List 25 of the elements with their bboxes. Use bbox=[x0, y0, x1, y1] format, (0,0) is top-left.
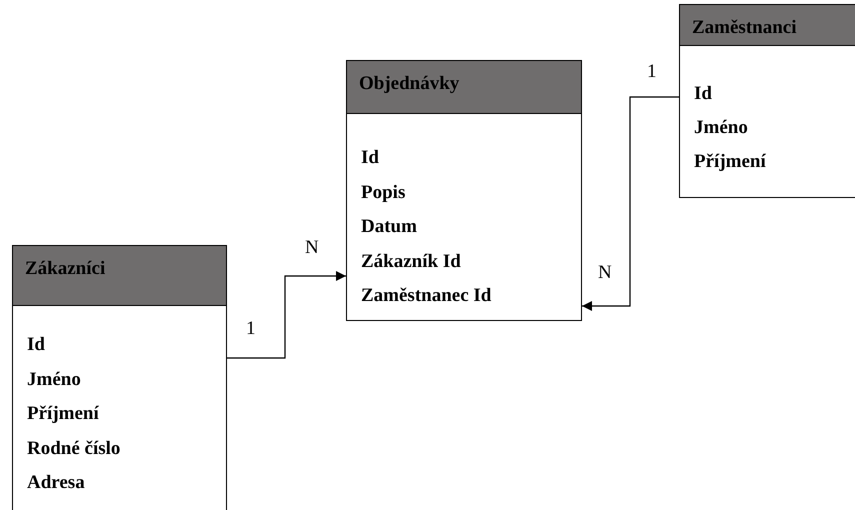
cardinality-label: N bbox=[598, 262, 612, 284]
field-name: Adresa bbox=[27, 472, 85, 494]
field-name: Jméno bbox=[694, 117, 748, 139]
cardinality-label: N bbox=[305, 237, 319, 259]
field-name: Datum bbox=[361, 216, 417, 238]
table-header: Objednávky bbox=[347, 61, 581, 114]
entity-table bbox=[12, 245, 227, 510]
field-name: Zákazník Id bbox=[361, 250, 461, 272]
field-name: Jméno bbox=[27, 368, 81, 390]
field-name: Id bbox=[694, 83, 712, 105]
field-name: Příjmení bbox=[694, 151, 766, 173]
table-header: Zaměstnanci bbox=[680, 5, 855, 46]
field-name: Zaměstnanec Id bbox=[361, 285, 492, 307]
field-name: Id bbox=[361, 147, 379, 169]
cardinality-label: 1 bbox=[246, 318, 256, 340]
cardinality-label: 1 bbox=[647, 61, 656, 83]
field-name: Popis bbox=[361, 182, 406, 204]
field-name: Příjmení bbox=[27, 403, 99, 425]
field-name: Id bbox=[27, 334, 45, 356]
entity-table bbox=[346, 60, 582, 321]
field-name: Rodné číslo bbox=[27, 438, 120, 460]
arrow bbox=[227, 271, 346, 359]
table-header: Zákazníci bbox=[13, 246, 226, 306]
arrow bbox=[582, 96, 679, 311]
entity-table bbox=[679, 4, 855, 198]
